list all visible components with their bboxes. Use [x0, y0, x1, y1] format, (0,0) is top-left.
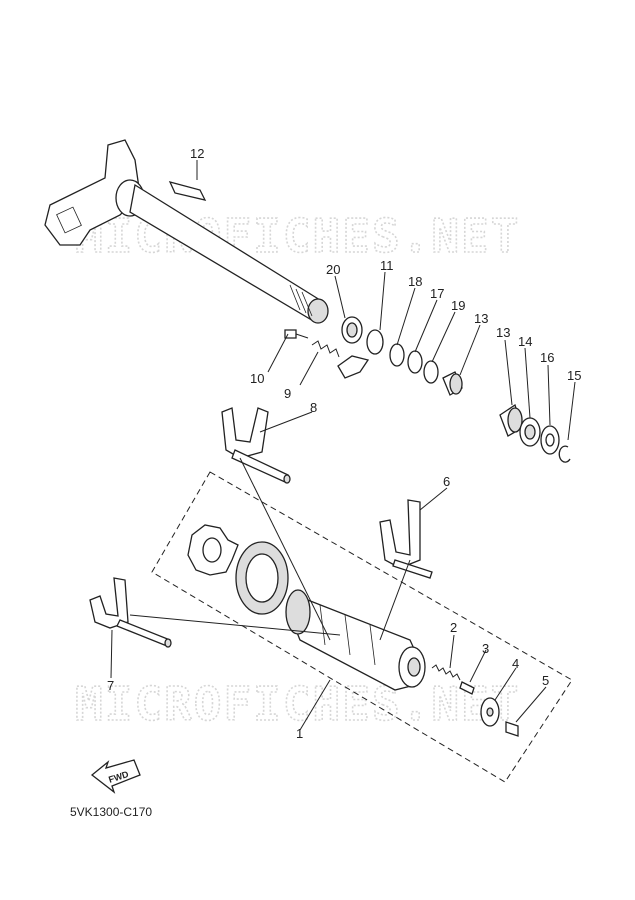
shift-drum — [285, 589, 426, 691]
callout-6: 6 — [443, 474, 450, 489]
callout-13-lower: 13 — [496, 325, 510, 340]
fwd-arrow-icon: FWD — [90, 759, 141, 794]
callout-17: 17 — [430, 286, 444, 301]
shift-fork-7 — [89, 577, 172, 648]
callout-14: 14 — [518, 334, 532, 349]
callout-7: 7 — [107, 678, 114, 693]
callout-10: 10 — [250, 371, 264, 386]
callout-4: 4 — [512, 656, 519, 671]
callout-2: 2 — [450, 620, 457, 635]
callout-13-upper: 13 — [474, 311, 488, 326]
callout-1: 1 — [296, 726, 303, 741]
stopper-parts — [431, 664, 519, 737]
spring-and-bolt — [284, 329, 340, 358]
callout-20: 20 — [326, 262, 340, 277]
callout-3: 3 — [482, 641, 489, 656]
diagram-code: 5VK1300-C170 — [70, 805, 152, 819]
upper-small-parts — [337, 316, 463, 396]
callout-12: 12 — [190, 146, 204, 161]
callout-11: 11 — [380, 258, 394, 273]
shift-fork-8 — [221, 407, 291, 484]
callout-9: 9 — [284, 386, 291, 401]
callout-5: 5 — [542, 673, 549, 688]
segment-and-bearing — [187, 524, 289, 615]
shift-fork-6 — [379, 499, 433, 579]
callout-15: 15 — [567, 368, 581, 383]
callout-16: 16 — [540, 350, 554, 365]
callout-19: 19 — [451, 298, 465, 313]
callout-8: 8 — [310, 400, 317, 415]
right-bearing-group — [499, 403, 571, 463]
shift-shaft — [44, 139, 329, 324]
watermark-bottom: MICROFICHES.NET — [75, 677, 520, 731]
leader-lines — [110, 160, 576, 731]
callout-labels: 1 2 3 4 5 6 7 8 9 10 11 12 13 13 14 15 1… — [107, 146, 581, 741]
callout-18: 18 — [408, 274, 422, 289]
